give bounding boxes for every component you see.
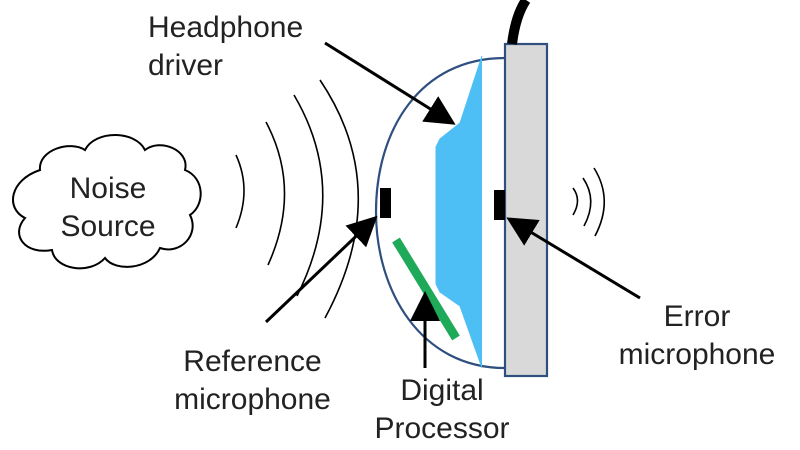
cloud-icon: [12, 134, 202, 270]
headphone-driver-label-line1: Headphone: [148, 11, 304, 44]
digital-processor-label-line1: Digital: [400, 374, 484, 407]
arrow-error-microphone: [506, 217, 641, 300]
arrow-reference-microphone: [264, 215, 378, 324]
digital-processor-label-line2: Processor: [374, 412, 510, 445]
reference-microphone-label-line2: microphone: [174, 383, 331, 416]
noise-source-label-line1: Noise: [69, 172, 147, 205]
headphone-driver: [435, 55, 483, 369]
headphone-housing: [503, 42, 549, 378]
sound-wave-arc: [593, 167, 605, 237]
reference-microphone-label: Reference microphone: [165, 343, 340, 419]
sound-waves-right: [572, 167, 605, 237]
noise-source-label-line2: Source: [60, 210, 156, 243]
headphone-driver-label-line2: driver: [148, 49, 224, 82]
arrow-headphone-driver: [324, 41, 456, 125]
error-microphone-label: Error microphone: [606, 298, 788, 374]
sound-wave-arc: [235, 154, 245, 229]
error-microphone-label-line2: microphone: [618, 338, 776, 371]
digital-processor: [392, 237, 460, 341]
sound-wave-arc: [265, 121, 286, 266]
sound-wave-arc: [293, 94, 324, 297]
error-microphone: [494, 190, 505, 220]
sound-wave-arc: [572, 187, 579, 216]
digital-processor-label: Digital Processor: [372, 372, 512, 448]
headphone-cable: [507, 0, 531, 45]
noise-source-label: Noise Source: [52, 170, 164, 246]
sound-wave-arc: [319, 79, 360, 319]
pointer-arrows: [264, 41, 641, 368]
reference-microphone-label-line1: Reference: [183, 345, 322, 378]
sound-wave-arc: [582, 177, 592, 227]
error-microphone-label-line1: Error: [663, 300, 731, 333]
sound-waves-left: [235, 79, 360, 319]
headphone-driver-label: Headphone driver: [148, 9, 303, 85]
reference-microphone: [380, 188, 391, 218]
